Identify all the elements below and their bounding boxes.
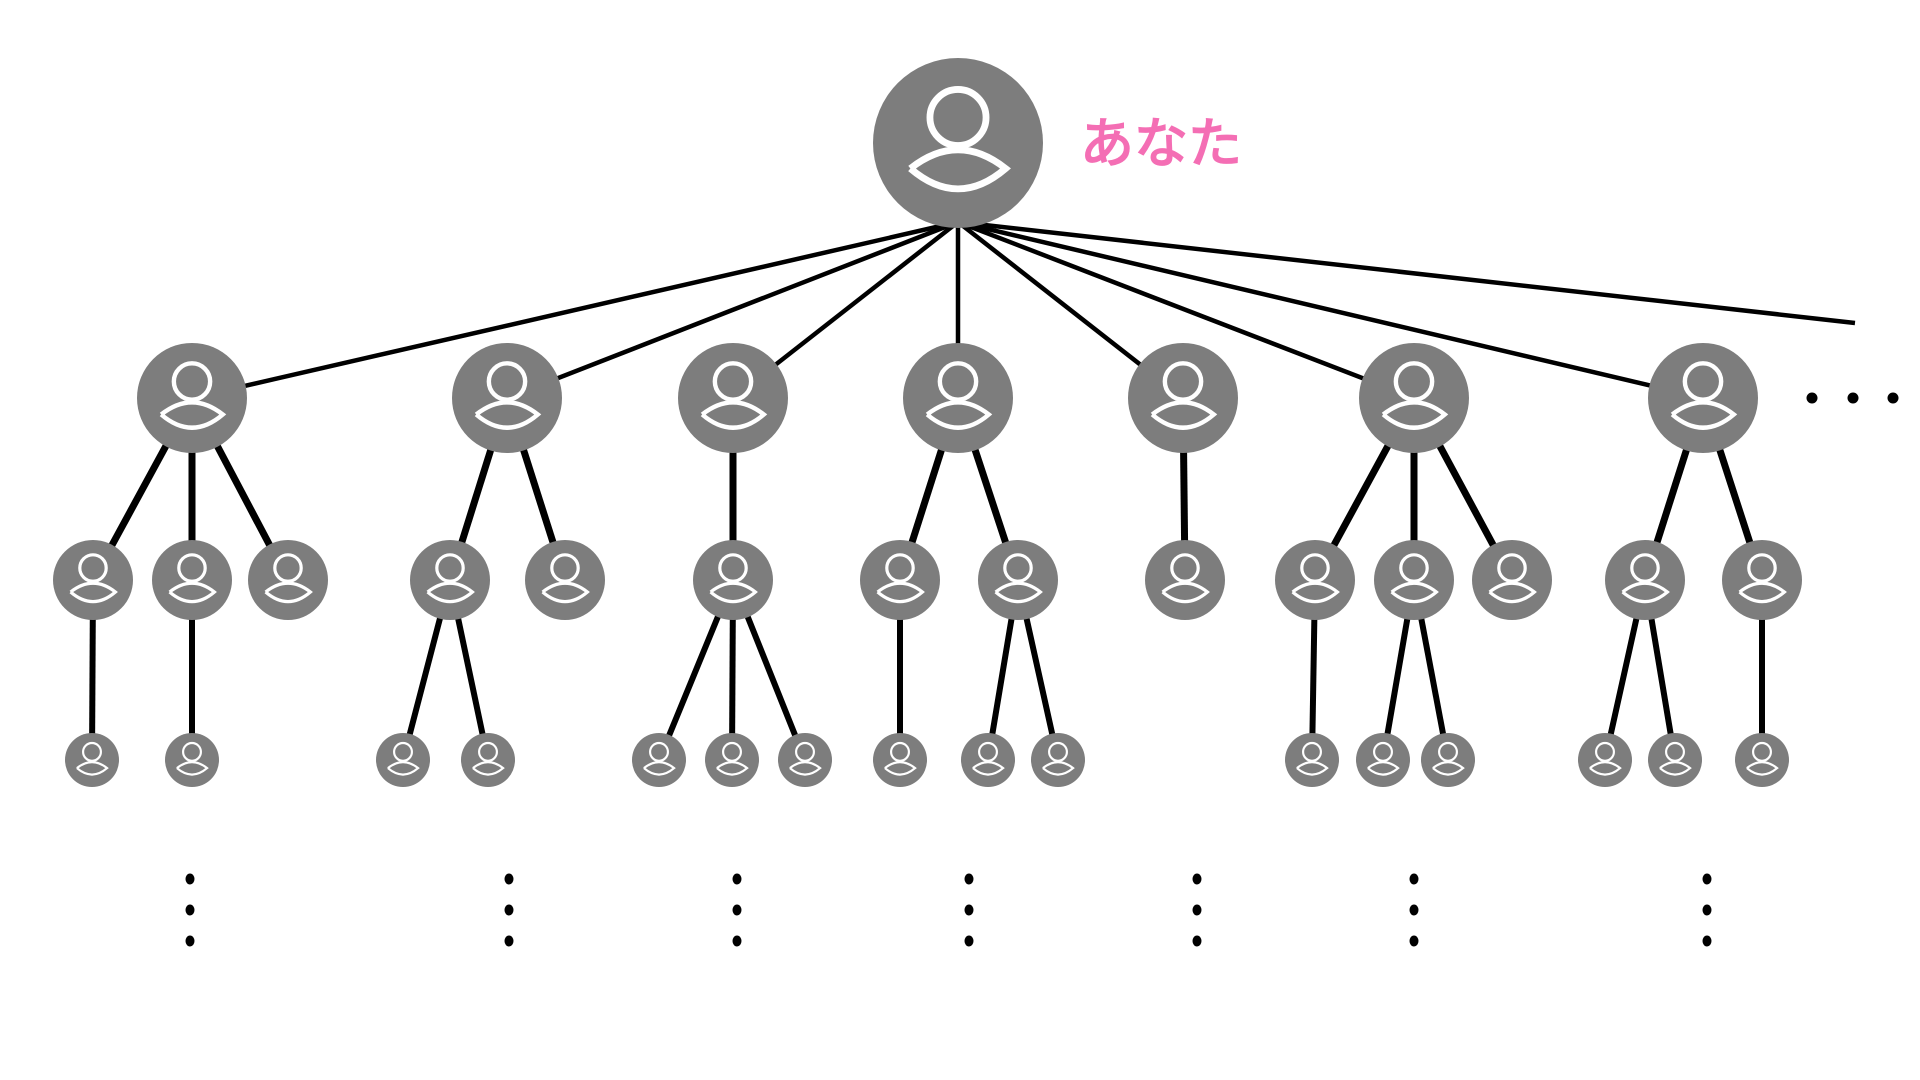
vertical-ellipsis [732, 873, 742, 947]
person-icon [1589, 741, 1622, 776]
root-fan-edge [506, 219, 959, 401]
root-fan-edge [191, 219, 959, 401]
person-icon [908, 86, 1011, 193]
vertical-ellipsis [964, 873, 974, 947]
level3-node [1275, 540, 1355, 620]
vertical-ellipsis [1192, 873, 1202, 947]
person-icon [643, 741, 676, 776]
level4-node [1735, 733, 1789, 787]
level4-node [705, 733, 759, 787]
person-icon [426, 553, 475, 604]
root-label: あなた [1080, 114, 1242, 174]
level4-node [873, 733, 927, 787]
nodes-layer [53, 58, 1802, 787]
level4-node [1031, 733, 1085, 787]
level3-node [152, 540, 232, 620]
root-fan-edge-to-ellipsis [957, 219, 1856, 326]
person-icon [176, 741, 209, 776]
root-fan-edge [957, 219, 1704, 401]
level4-node [461, 733, 515, 787]
person-icon [1390, 553, 1439, 604]
level4-node [1356, 733, 1410, 787]
person-icon [1291, 553, 1340, 604]
level3-node [1722, 540, 1802, 620]
level4-node [632, 733, 686, 787]
horizontal-ellipsis [1806, 392, 1899, 404]
person-icon [1488, 553, 1537, 604]
person-icon [716, 741, 749, 776]
person-icon [472, 741, 505, 776]
root-fan-edge [957, 219, 1415, 401]
person-icon [1296, 741, 1329, 776]
vertical-ellipsis [185, 873, 195, 947]
person-icon [789, 741, 822, 776]
person-icon [1150, 361, 1218, 430]
person-icon [994, 553, 1043, 604]
person-icon [1621, 553, 1670, 604]
level4-node [1578, 733, 1632, 787]
person-icon [1161, 553, 1210, 604]
level3-node [860, 540, 940, 620]
person-icon [1659, 741, 1692, 776]
level2-node [678, 343, 788, 453]
level2-node [452, 343, 562, 453]
level4-node [376, 733, 430, 787]
level4-node [778, 733, 832, 787]
person-icon [1738, 553, 1787, 604]
level3-node [525, 540, 605, 620]
level3-node [978, 540, 1058, 620]
dots-layer [185, 392, 1899, 947]
vertical-ellipsis [1409, 873, 1419, 947]
person-icon [387, 741, 420, 776]
person-icon [541, 553, 590, 604]
level4-node [961, 733, 1015, 787]
person-icon [76, 741, 109, 776]
level3-node [1472, 540, 1552, 620]
person-icon [69, 553, 118, 604]
level3-node [693, 540, 773, 620]
level4-node [1648, 733, 1702, 787]
level3-node [410, 540, 490, 620]
root-node [873, 58, 1043, 228]
person-icon [925, 361, 993, 430]
person-icon [1746, 741, 1779, 776]
level2-node [1128, 343, 1238, 453]
level2-node [137, 343, 247, 453]
person-icon [1042, 741, 1075, 776]
vertical-ellipsis [504, 873, 514, 947]
level3-node [248, 540, 328, 620]
person-icon [264, 553, 313, 604]
person-icon [474, 361, 542, 430]
vertical-ellipsis [1702, 873, 1712, 947]
level4-node [1421, 733, 1475, 787]
level3-node [1145, 540, 1225, 620]
level2-node [903, 343, 1013, 453]
person-icon [700, 361, 768, 430]
level2-node [1359, 343, 1469, 453]
person-icon [884, 741, 917, 776]
level4-node [65, 733, 119, 787]
person-icon [972, 741, 1005, 776]
person-icon [159, 361, 227, 430]
level4-node [1285, 733, 1339, 787]
person-icon [709, 553, 758, 604]
level3-node [53, 540, 133, 620]
person-icon [1670, 361, 1738, 430]
person-icon [1381, 361, 1449, 430]
level2-node [1648, 343, 1758, 453]
person-icon [876, 553, 925, 604]
level3-node [1374, 540, 1454, 620]
level3-node [1605, 540, 1685, 620]
person-icon [1432, 741, 1465, 776]
person-icon [168, 553, 217, 604]
edges-layer [89, 219, 1856, 762]
person-icon [1367, 741, 1400, 776]
level4-node [165, 733, 219, 787]
